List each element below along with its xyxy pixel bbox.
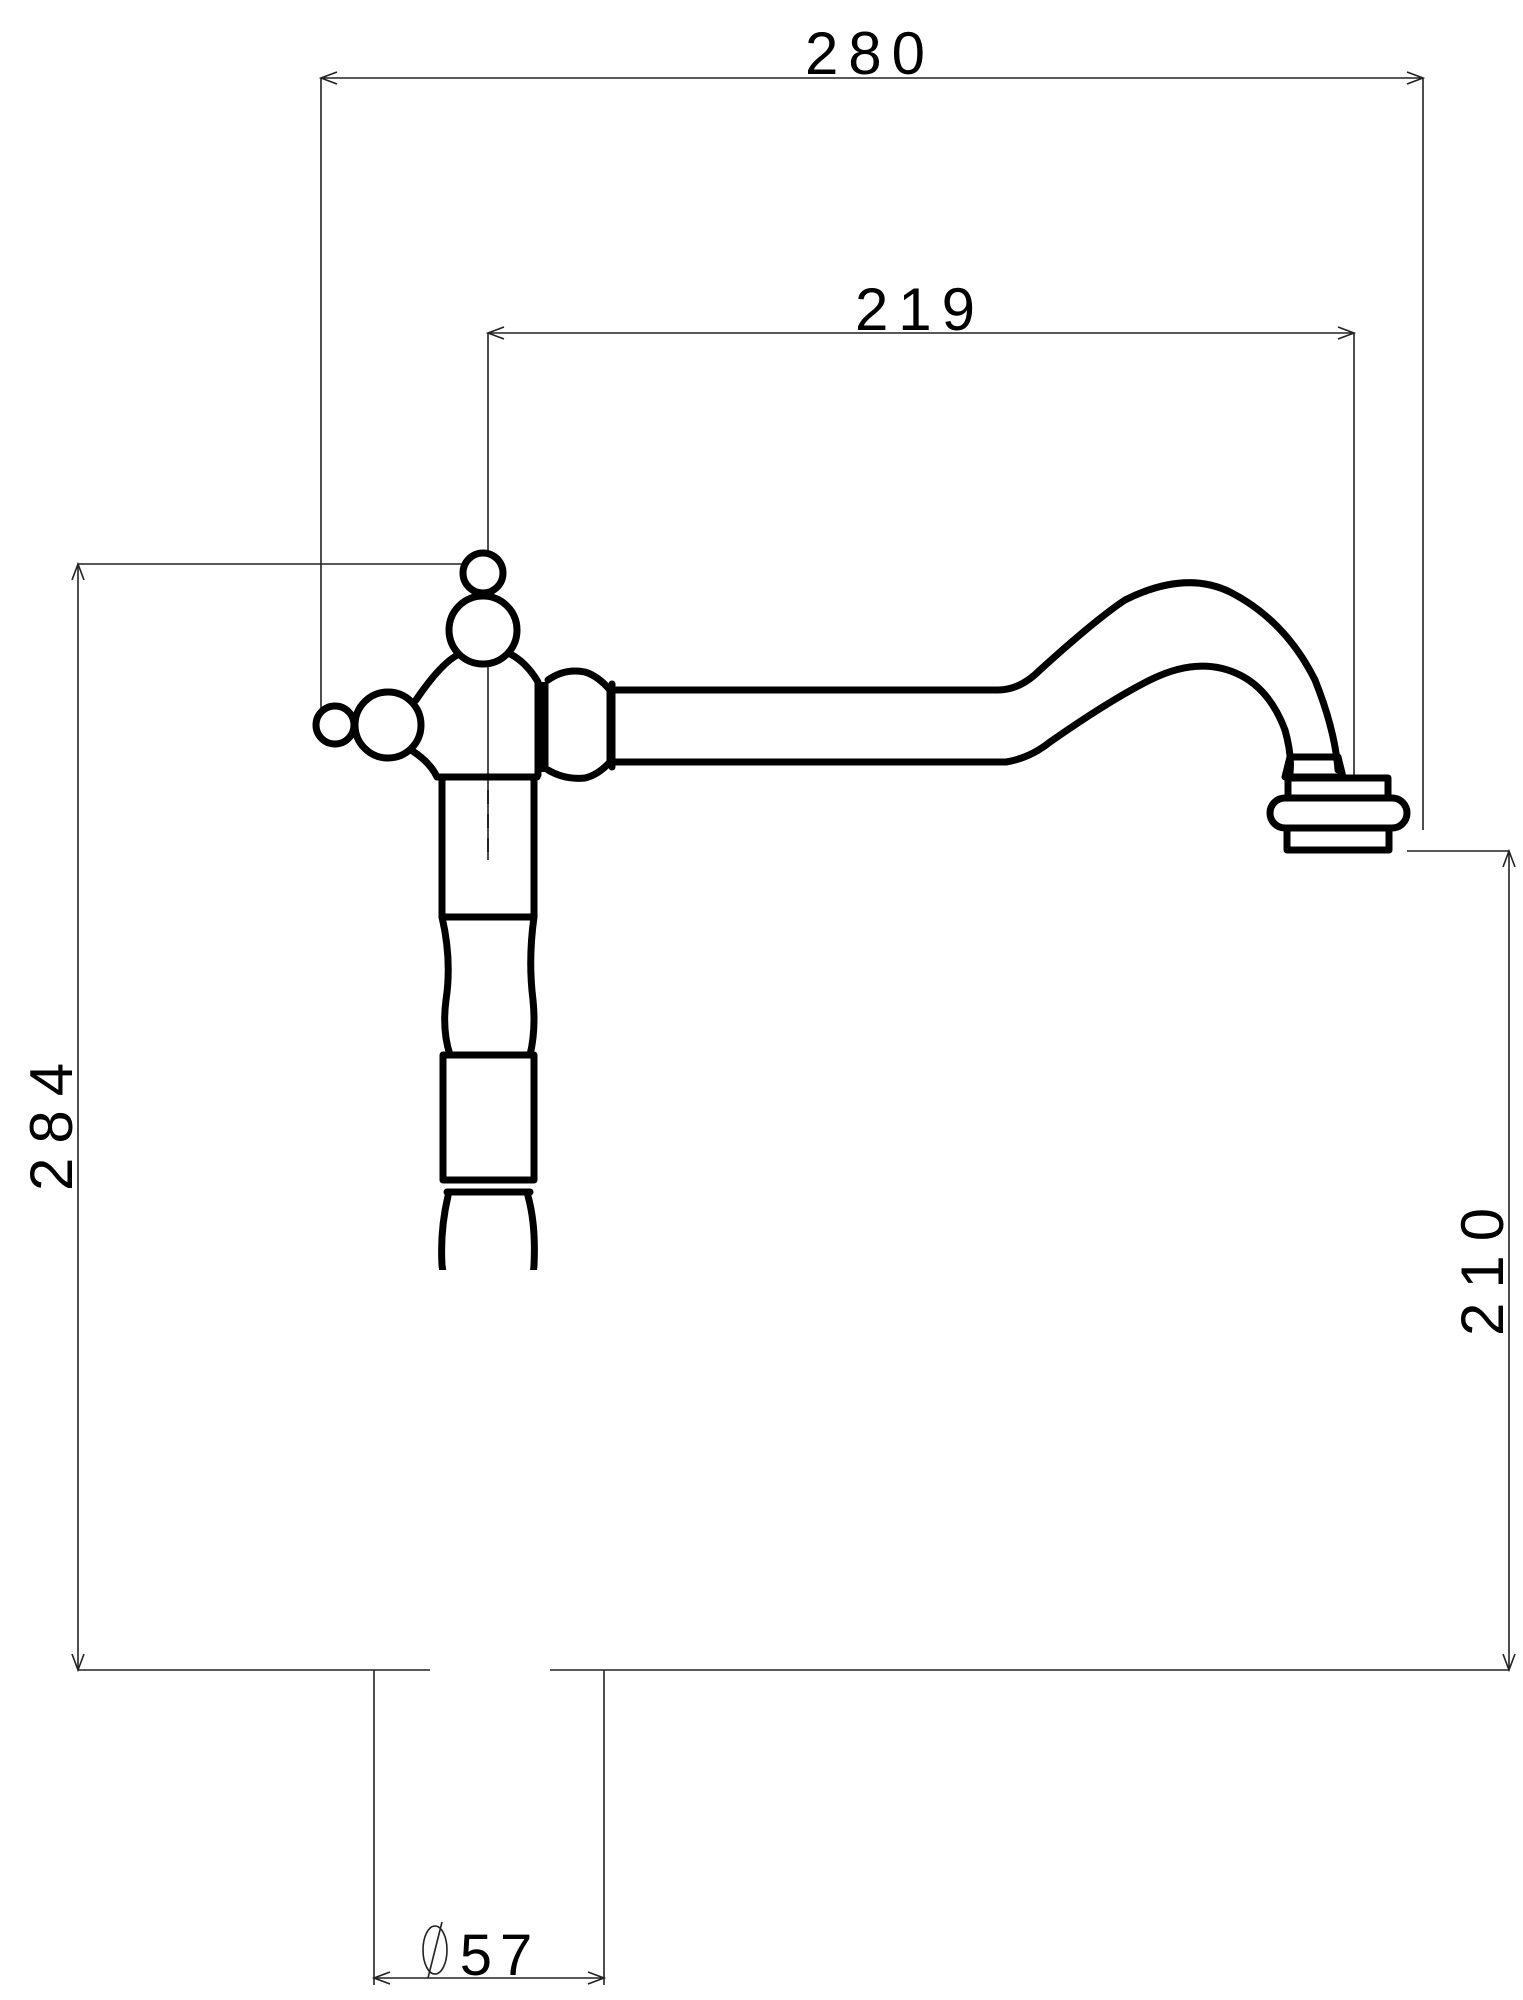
dimension-label-284: 284 — [18, 1049, 85, 1191]
arrow-up-icon — [71, 561, 85, 581]
dimension-label-280: 280 — [805, 20, 935, 87]
swivel-head — [407, 648, 542, 781]
left-small-knob — [312, 702, 358, 748]
dimension-210: 210 — [1407, 848, 1516, 1673]
dimension-280: 280 — [318, 20, 1426, 830]
left-large-knob — [351, 688, 425, 762]
dimension-label-219: 219 — [855, 276, 985, 343]
arrow-left-icon — [371, 1971, 391, 1985]
spout — [612, 579, 1342, 777]
finial-knobs — [312, 549, 521, 762]
arrow-left-icon — [318, 71, 338, 85]
diameter-symbol-icon — [422, 1921, 448, 1979]
arrow-right-icon — [1337, 326, 1357, 340]
dimension-219: 219 — [485, 276, 1357, 860]
top-large-knob — [445, 592, 521, 668]
arrow-right-icon — [1406, 71, 1426, 85]
dimension-284: 284 — [18, 561, 488, 1673]
arrow-right-icon — [587, 1971, 607, 1985]
top-small-knob — [459, 549, 507, 597]
spout-nut — [537, 667, 616, 782]
arrow-up-icon — [1502, 848, 1516, 868]
aerator — [1266, 753, 1411, 854]
column — [438, 773, 539, 1669]
dimension-diameter-57: 57 — [371, 1670, 607, 1988]
dimension-label-210: 210 — [1449, 1194, 1516, 1336]
dimension-label-57: 57 — [460, 1923, 541, 1988]
arrow-left-icon — [485, 326, 505, 340]
